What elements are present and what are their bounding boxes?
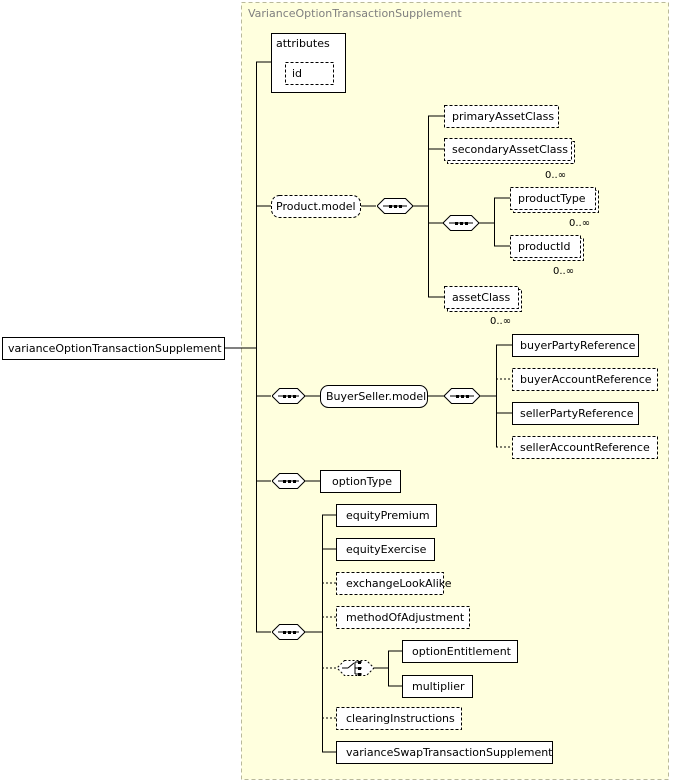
element-multiplier-label: multiplier [412,680,465,693]
element-product-type[interactable] [510,187,596,210]
element-method-of-adjustment-label: methodOfAdjustment [346,611,465,624]
connector-lines [225,61,512,753]
element-buyer-party-reference[interactable] [512,334,639,357]
cardinality-secondary-asset-class: 0..∞ [545,170,566,181]
complex-type-name: VarianceOptionTransactionSupplement [248,7,462,20]
element-product-id-label: productId [518,240,571,253]
element-multiplier[interactable] [402,675,473,698]
cardinality-product-type: 0..∞ [569,218,590,229]
element-exchange-look-alike-label: exchangeLookAlike [346,577,452,590]
product-model-label: Product.model [276,200,356,213]
sequence-dots [278,205,474,634]
buyer-seller-model-label: BuyerSeller.model [326,390,426,403]
element-equity-premium[interactable] [336,504,437,527]
element-buyer-account-reference[interactable] [512,368,658,391]
element-primary-asset-class-label: primaryAssetClass [452,110,554,123]
element-primary-asset-class[interactable] [444,105,559,128]
optional-connector-lines [322,378,512,719]
element-seller-party-reference-label: sellerPartyReference [520,407,634,420]
element-option-type-label: optionType [332,475,392,488]
element-clearing-instructions[interactable] [336,707,462,730]
element-seller-party-reference[interactable] [512,402,639,425]
element-method-of-adjustment[interactable] [336,606,470,629]
element-seller-account-reference-label: sellerAccountReference [520,441,650,454]
element-product-type-label: productType [518,192,586,205]
cardinality-product-id: 0..∞ [553,266,574,277]
element-clearing-instructions-label: clearingInstructions [346,712,455,725]
element-equity-exercise[interactable] [336,538,435,561]
buyer-seller-model-group[interactable] [320,385,428,408]
element-asset-class[interactable] [444,286,519,309]
element-secondary-asset-class[interactable] [444,138,572,161]
attribute-id-label: id [292,67,302,80]
element-option-type[interactable] [320,470,401,493]
element-seller-account-reference[interactable] [512,436,658,459]
element-asset-class-label: assetClass [452,291,510,304]
element-buyer-party-reference-label: buyerPartyReference [520,339,636,352]
cardinality-asset-class: 0..∞ [490,316,511,327]
product-model-group[interactable] [271,195,361,218]
root-element-label: varianceOptionTransactionSupplement [8,342,222,355]
root-element-box[interactable] [2,337,225,360]
attribute-id-box[interactable] [285,62,334,85]
element-secondary-asset-class-label: secondaryAssetClass [452,143,568,156]
element-equity-exercise-label: equityExercise [346,543,427,556]
element-equity-premium-label: equityPremium [346,509,430,522]
element-option-entitlement[interactable] [402,640,518,663]
element-variance-swap-transaction-supplement-label: varianceSwapTransactionSupplement [346,746,553,759]
attributes-title: attributes [276,37,330,50]
element-exchange-look-alike[interactable] [336,572,444,595]
choice-switch-glyph [342,661,362,676]
element-buyer-account-reference-label: buyerAccountReference [520,373,652,386]
element-product-id[interactable] [510,235,581,258]
element-option-entitlement-label: optionEntitlement [412,645,512,658]
element-variance-swap-transaction-supplement[interactable] [336,741,553,764]
